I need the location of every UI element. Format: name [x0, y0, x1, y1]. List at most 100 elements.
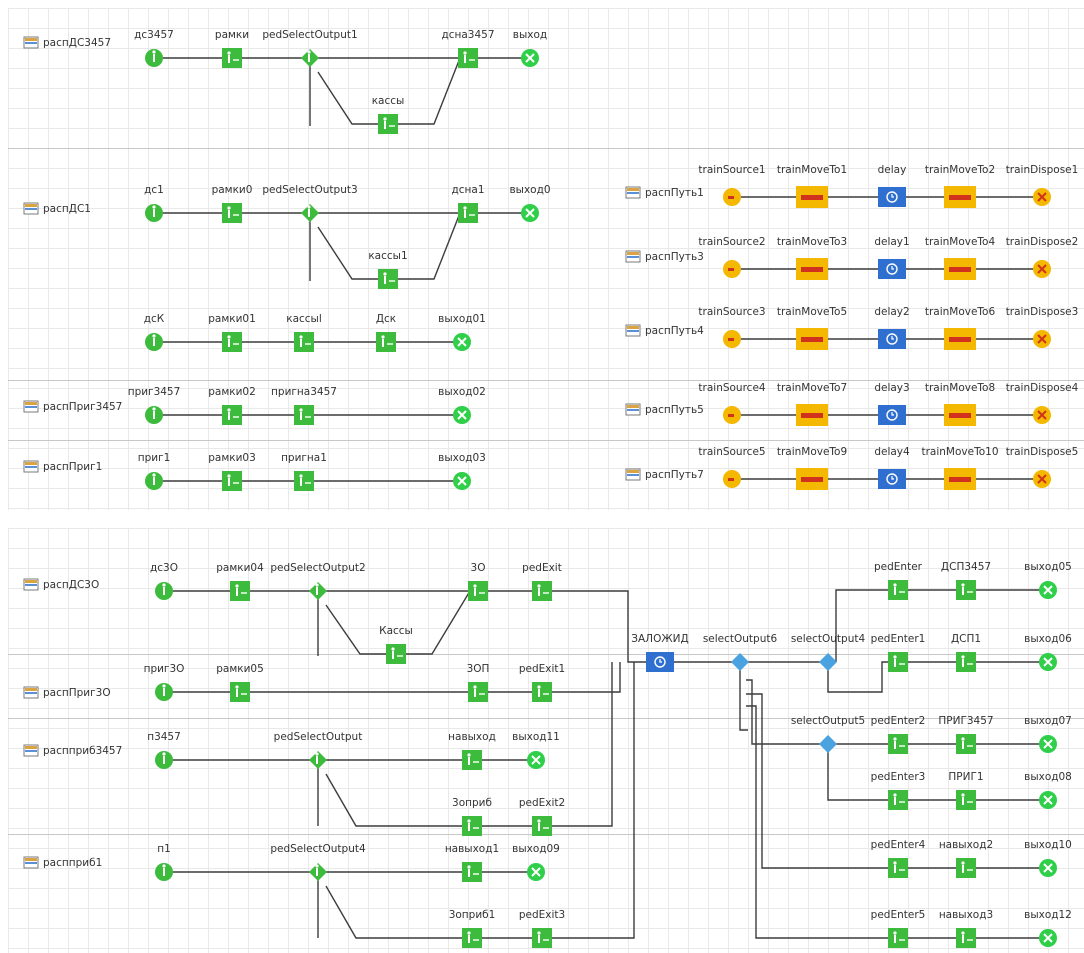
node-goto[interactable]: Дск — [376, 313, 396, 352]
node-goto[interactable]: навыход — [448, 731, 496, 770]
node-sink[interactable]: выход07 — [1024, 715, 1072, 753]
node-exit[interactable]: pedExit3 — [519, 909, 565, 948]
node-goto[interactable]: навыход3 — [939, 909, 993, 948]
node-flowchart[interactable]: распприб1 — [23, 856, 102, 869]
node-tmove[interactable]: trainMoveTo8 — [925, 382, 995, 426]
node-sel[interactable]: pedSelectOutput1 — [262, 29, 358, 67]
node-ped[interactable]: кассыl — [286, 313, 322, 352]
node-tsrc[interactable]: trainSource5 — [698, 446, 766, 488]
node-ped[interactable]: рамки03 — [208, 452, 256, 491]
node-flowchart[interactable]: распприб3457 — [23, 744, 122, 757]
node-enter[interactable]: pedEnter1 — [871, 633, 926, 672]
node-tmove[interactable]: trainMoveTo1 — [777, 164, 847, 208]
node-sink[interactable]: выход0 — [509, 184, 551, 222]
node-sink[interactable]: выход01 — [438, 313, 486, 351]
node-enter[interactable]: pedEnter3 — [871, 771, 926, 810]
node-ped[interactable]: рамки01 — [208, 313, 256, 352]
node-goto[interactable]: пригна3457 — [271, 386, 337, 425]
node-flowchart[interactable]: распПуть4 — [625, 324, 704, 337]
node-src[interactable]: дсК — [144, 313, 165, 351]
node-goto[interactable]: ДСП3457 — [941, 561, 991, 600]
node-tsrc[interactable]: trainSource4 — [698, 382, 766, 424]
node-ped[interactable]: рамки0 — [212, 184, 253, 223]
node-flowchart[interactable]: распПриг3457 — [23, 400, 122, 413]
node-tdisp[interactable]: trainDispose5 — [1006, 446, 1079, 488]
node-flowchart[interactable]: распДС1 — [23, 202, 91, 215]
node-tmove[interactable]: trainMoveTo3 — [777, 236, 847, 280]
node-flowchart[interactable]: распДС3О — [23, 578, 99, 591]
node-flowchart[interactable]: распПуть7 — [625, 468, 704, 481]
node-tmove[interactable]: trainMoveTo4 — [925, 236, 996, 280]
node-flowchart[interactable]: распПуть3 — [625, 250, 704, 263]
node-flowchart[interactable]: распПриг1 — [23, 460, 102, 473]
node-src[interactable]: дс1 — [144, 184, 164, 222]
node-dsel[interactable]: selectOutput6 — [703, 633, 778, 671]
node-goto[interactable]: ДСП1 — [951, 633, 981, 672]
node-tmove[interactable]: trainMoveTo5 — [777, 306, 847, 350]
node-ped[interactable]: рамки02 — [208, 386, 256, 425]
node-sel[interactable]: pedSelectOutput4 — [270, 843, 366, 881]
node-tdisp[interactable]: trainDispose3 — [1006, 306, 1079, 348]
node-sink[interactable]: выход06 — [1024, 633, 1072, 671]
node-tsrc[interactable]: trainSource2 — [698, 236, 766, 278]
node-sink[interactable]: выход12 — [1024, 909, 1072, 947]
node-delay[interactable]: delay3 — [874, 382, 910, 425]
node-flowchart[interactable]: распПриг3О — [23, 686, 111, 699]
node-sel[interactable]: pedSelectOutput2 — [270, 562, 366, 600]
node-sink[interactable]: выход — [513, 29, 547, 67]
node-delay[interactable]: delay — [878, 164, 907, 207]
node-flowchart[interactable]: распДС3457 — [23, 36, 111, 49]
node-src[interactable]: п3457 — [147, 731, 181, 769]
node-enter[interactable]: pedEnter4 — [871, 839, 926, 878]
node-enter[interactable]: pedEnter5 — [871, 909, 926, 948]
node-tdisp[interactable]: trainDispose1 — [1006, 164, 1079, 206]
node-enter[interactable]: pedEnter — [874, 561, 923, 600]
node-exit[interactable]: pedExit2 — [519, 797, 565, 836]
node-delay[interactable]: delay2 — [874, 306, 910, 349]
node-ped[interactable]: кассы — [372, 95, 405, 134]
node-exit[interactable]: pedExit1 — [519, 663, 565, 702]
node-flowchart[interactable]: распПуть5 — [625, 403, 704, 416]
node-ped[interactable]: Кассы — [379, 625, 413, 664]
node-tmove[interactable]: trainMoveTo7 — [777, 382, 847, 426]
node-goto[interactable]: ПРИГ1 — [948, 771, 984, 810]
node-goto[interactable]: навыход2 — [939, 839, 993, 878]
node-exit[interactable]: pedExit — [522, 562, 562, 601]
node-tmove[interactable]: trainMoveTo9 — [777, 446, 847, 490]
node-dsel[interactable]: selectOutput4 — [791, 633, 866, 671]
node-sink[interactable]: выход02 — [438, 386, 486, 424]
node-goto[interactable]: дсна3457 — [441, 29, 495, 68]
node-tsrc[interactable]: trainSource3 — [698, 306, 766, 348]
node-ped[interactable]: рамки04 — [216, 562, 264, 601]
node-goto[interactable]: навыход1 — [445, 843, 499, 882]
node-src[interactable]: приг3О — [144, 663, 185, 701]
node-enter[interactable]: pedEnter2 — [871, 715, 926, 754]
node-sink[interactable]: выход03 — [438, 452, 486, 490]
node-src[interactable]: приг3457 — [128, 386, 181, 424]
node-sink[interactable]: выход09 — [512, 843, 560, 881]
node-tmove[interactable]: trainMoveTo2 — [925, 164, 995, 208]
node-src[interactable]: дс3457 — [134, 29, 174, 67]
node-dsel[interactable]: selectOutput5 — [791, 715, 865, 753]
node-ped[interactable]: рамки — [215, 29, 249, 68]
node-sink[interactable]: выход10 — [1024, 839, 1072, 877]
node-goto[interactable]: 3ОП — [467, 663, 490, 702]
node-tdisp[interactable]: trainDispose2 — [1006, 236, 1079, 278]
node-tdisp[interactable]: trainDispose4 — [1006, 382, 1079, 424]
node-flowchart[interactable]: распПуть1 — [625, 186, 704, 199]
node-src[interactable]: п1 — [155, 843, 173, 881]
node-sink[interactable]: выход11 — [512, 731, 560, 769]
node-goto[interactable]: пригна1 — [281, 452, 327, 491]
node-goto[interactable]: 3оприб1 — [449, 909, 496, 948]
node-ped[interactable]: рамки05 — [216, 663, 264, 702]
node-ped[interactable]: кассы1 — [368, 250, 408, 289]
node-goto[interactable]: дсна1 — [451, 184, 485, 223]
node-delay[interactable]: delay1 — [874, 236, 910, 279]
node-goto[interactable]: ПРИГ3457 — [938, 715, 994, 754]
node-src[interactable]: дс3О — [150, 562, 178, 600]
node-tmove[interactable]: trainMoveTo10 — [921, 446, 999, 490]
node-delay[interactable]: delay4 — [874, 446, 910, 489]
node-tsrc[interactable]: trainSource1 — [698, 164, 766, 206]
node-sink[interactable]: выход05 — [1024, 561, 1072, 599]
node-goto[interactable]: 3оприб — [452, 797, 492, 836]
